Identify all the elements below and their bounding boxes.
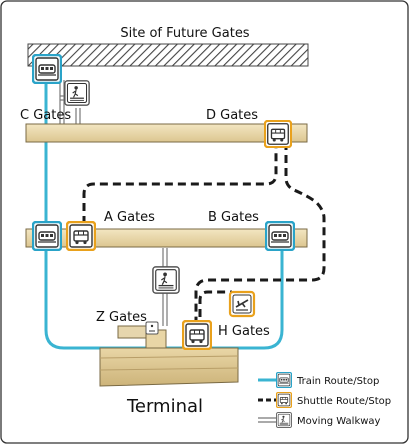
concourse-a-b [25,228,308,248]
train-icon-c-gates[interactable] [32,54,62,84]
shuttle-route [82,140,326,330]
legend-train: Train Route/Stop [258,372,379,388]
terminal-building [99,325,239,387]
shuttle-bus-icon-terminal[interactable] [182,320,212,350]
a-gates-label: A Gates [104,210,155,225]
moving-walkway-icon [276,412,292,428]
d-gates-label: D Gates [206,108,258,123]
c-gates-label: C Gates [20,108,71,123]
b-gates-label: B Gates [208,210,259,225]
train-icon-b-gates[interactable] [265,221,295,251]
future-gates-site [27,43,309,67]
legend: Train Route/Stop Shuttle Route/Stop Movi… [258,372,391,428]
moving-walkway-icon-middle [152,266,180,294]
shuttle-bus-icon [276,392,292,408]
shuttle-bus-icon-a-gates[interactable] [66,221,96,251]
legend-shuttle: Shuttle Route/Stop [258,392,391,408]
terminal-label: Terminal [126,396,203,417]
z-gates-label: Z Gates [96,310,147,325]
h-gates-label: H Gates [218,324,270,339]
shuttle-bus-icon-d-gates[interactable] [264,120,292,148]
train-icon-a-gates[interactable] [32,221,62,251]
moving-walkway-icon-z-gates [145,321,159,335]
airplane-departure-icon [228,290,256,318]
legend-shuttle-label: Shuttle Route/Stop [297,396,391,407]
concourse-c-d [25,123,308,143]
train-icon [276,372,292,388]
future-gates-label: Site of Future Gates [120,26,249,41]
legend-train-label: Train Route/Stop [296,376,379,387]
moving-walkway-icon-c-gates [64,80,90,106]
legend-walkway: Moving Walkway [258,412,381,428]
legend-walkway-label: Moving Walkway [297,416,381,427]
